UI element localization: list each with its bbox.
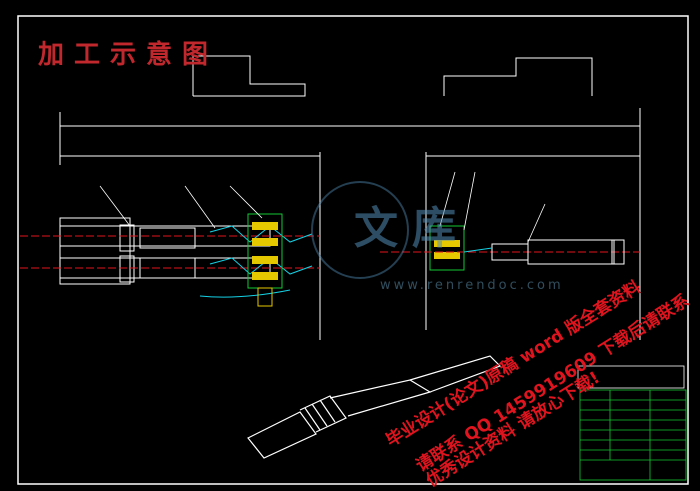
logo-char-2: 库 bbox=[412, 203, 456, 254]
right-fixture bbox=[380, 225, 640, 271]
title-block bbox=[577, 365, 687, 481]
left-spindles bbox=[20, 225, 320, 279]
drill-detail bbox=[247, 355, 502, 459]
website-watermark: www.renrendoc.com bbox=[380, 278, 564, 293]
left-step-profile bbox=[192, 55, 306, 97]
left-fixture bbox=[247, 213, 283, 307]
left-assembly bbox=[59, 217, 196, 285]
logo-char-1: 文 bbox=[354, 203, 398, 254]
detail-circle bbox=[311, 181, 409, 279]
leader-lines bbox=[99, 171, 546, 243]
drawing-title: 加工示意图 bbox=[38, 40, 219, 70]
left-drills bbox=[199, 225, 313, 298]
sub-dimension bbox=[60, 152, 640, 340]
right-spindle bbox=[463, 239, 625, 265]
right-step-profile bbox=[443, 57, 593, 96]
sheet-border bbox=[17, 15, 689, 485]
